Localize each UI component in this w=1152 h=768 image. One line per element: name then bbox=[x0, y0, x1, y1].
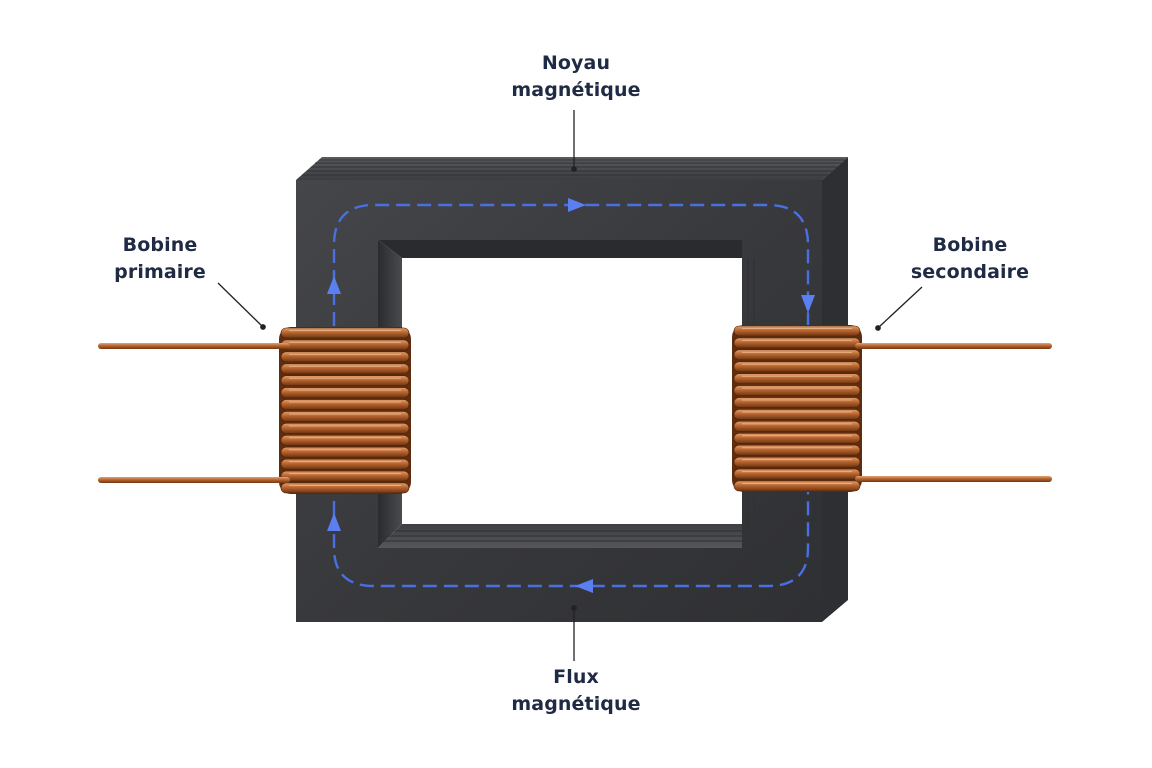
primary-coil bbox=[279, 327, 411, 494]
leader-core-dot bbox=[571, 166, 577, 172]
primary-leads bbox=[98, 343, 290, 483]
leader-primary-dot bbox=[260, 324, 266, 330]
secondary-coil-turn bbox=[733, 444, 861, 456]
secondary-coil-turn bbox=[733, 456, 861, 468]
flux-arrows bbox=[327, 198, 815, 593]
primary-coil-turn bbox=[280, 339, 410, 351]
primary-coil-label-line2: primaire bbox=[114, 261, 206, 283]
core-window-top-wall bbox=[378, 240, 742, 258]
core-label-line2: magnétique bbox=[511, 79, 641, 101]
primary-coil-turn bbox=[280, 375, 410, 386]
secondary-coil-turn bbox=[733, 397, 861, 408]
primary-lead-bottom bbox=[98, 477, 290, 483]
secondary-lead-bottom bbox=[855, 476, 1052, 482]
primary-lead-top bbox=[98, 343, 290, 349]
flux-arrow-left-upper bbox=[327, 276, 341, 294]
primary-coil-turn bbox=[280, 435, 410, 446]
leader-lines bbox=[217, 110, 923, 661]
core-window-back bbox=[402, 258, 742, 524]
core-label: Noyau magnétique bbox=[476, 50, 676, 104]
leader-flux-dot bbox=[571, 605, 577, 611]
primary-coil-turn bbox=[280, 470, 410, 482]
leader-secondary-dot bbox=[875, 325, 881, 331]
secondary-coil-turn bbox=[733, 480, 861, 492]
secondary-coil-turn bbox=[733, 433, 861, 444]
primary-coil-turn bbox=[280, 482, 410, 494]
secondary-coil-turn bbox=[733, 361, 861, 373]
secondary-coil-turn bbox=[733, 373, 861, 384]
primary-coil-label: Bobine primaire bbox=[60, 232, 260, 286]
primary-coil-turn bbox=[280, 399, 410, 410]
secondary-coil bbox=[732, 325, 862, 492]
secondary-coil-label-line2: secondaire bbox=[910, 261, 1030, 283]
secondary-coil-turn bbox=[733, 385, 861, 396]
secondary-coil-turn bbox=[733, 421, 861, 432]
secondary-coil-turn bbox=[733, 337, 861, 349]
secondary-coil-turn bbox=[733, 409, 861, 420]
primary-coil-turn bbox=[280, 387, 410, 398]
flux-arrow-right bbox=[801, 295, 815, 313]
secondary-lead-top bbox=[855, 343, 1052, 349]
primary-coil-turn bbox=[280, 327, 410, 339]
flux-arrow-left-lower bbox=[327, 513, 341, 531]
core-label-line1: Noyau bbox=[541, 52, 611, 74]
secondary-coil-label: Bobine secondaire bbox=[870, 232, 1070, 286]
primary-coil-turn bbox=[280, 411, 410, 422]
flux-arrow-top bbox=[568, 198, 586, 212]
flux-label: Flux magnétique bbox=[476, 664, 676, 718]
primary-coil-turn bbox=[280, 446, 410, 458]
secondary-coil-label-line1: Bobine bbox=[932, 234, 1008, 256]
secondary-coil-turn bbox=[733, 349, 861, 361]
primary-coil-turn bbox=[280, 351, 410, 363]
secondary-leads bbox=[855, 343, 1052, 482]
flux-label-line2: magnétique bbox=[511, 693, 641, 715]
leader-primary bbox=[217, 282, 263, 327]
secondary-coil-turn bbox=[733, 325, 861, 337]
primary-coil-label-line1: Bobine bbox=[122, 234, 198, 256]
primary-coil-turn bbox=[280, 363, 410, 375]
secondary-coil-turn bbox=[733, 468, 861, 480]
flux-label-line1: Flux bbox=[553, 666, 599, 688]
leader-secondary bbox=[878, 286, 923, 328]
flux-arrow-bottom bbox=[575, 579, 593, 593]
primary-coil-turn bbox=[280, 458, 410, 470]
magnetic-core bbox=[296, 180, 822, 622]
primary-coil-turn bbox=[280, 423, 410, 434]
